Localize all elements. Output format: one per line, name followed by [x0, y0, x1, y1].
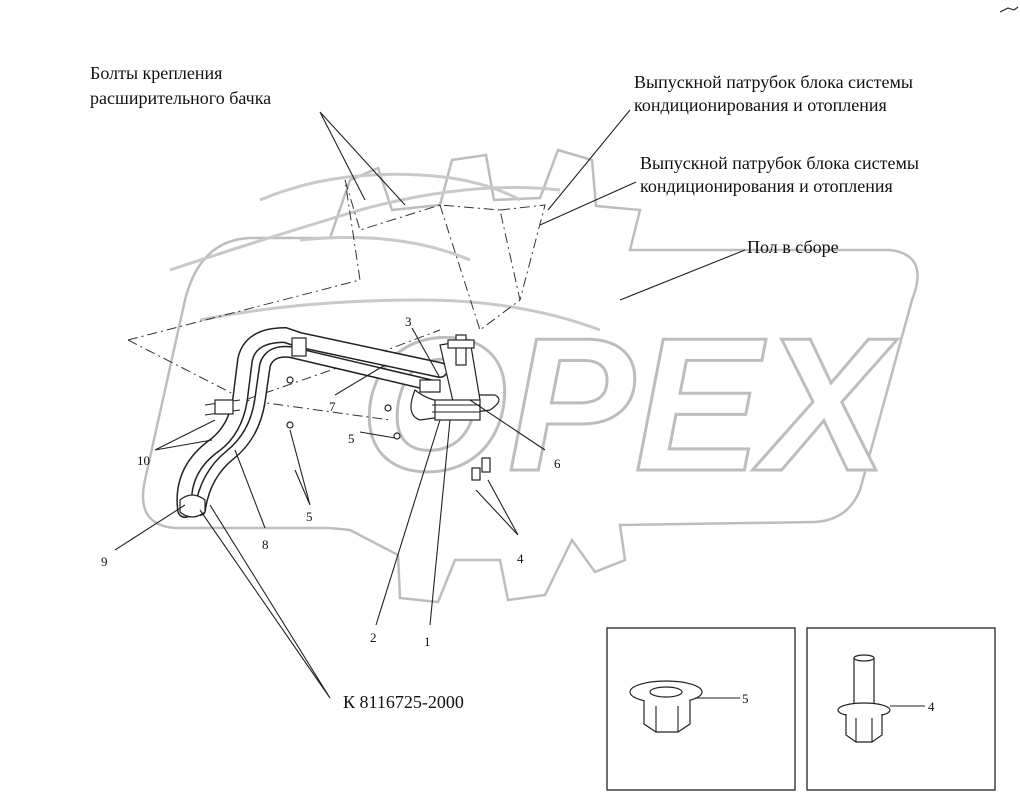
part-number-1: 1: [424, 634, 431, 649]
part-number-3: 3: [405, 314, 412, 329]
callout-outlet1-line1: Выпускной патрубок блока системы: [634, 72, 913, 92]
part-number-6: 6: [554, 456, 561, 471]
callout-kit: К 8116725-2000: [343, 692, 464, 712]
part-number-8: 8: [262, 537, 269, 552]
callout-floor: Пол в сборе: [747, 237, 839, 257]
background-body-outline: [169, 172, 601, 332]
hose-assembly: [176, 326, 500, 518]
callout-outlet2-line1: Выпускной патрубок блока системы: [640, 153, 919, 173]
leader-lines: [114, 109, 746, 699]
detail-box-bolt: 4: [806, 627, 996, 791]
part-number-10: 10: [137, 453, 150, 468]
part-number-5: 5: [742, 691, 749, 706]
part-number-9: 9: [101, 554, 108, 569]
part-number-5: 5: [306, 509, 313, 524]
corner-mark: [999, 6, 1019, 13]
part-number-4: 4: [928, 699, 935, 714]
callout-outlet2-line2: кондиционирования и отопления: [640, 176, 893, 196]
part-number-5: 5: [348, 431, 355, 446]
callout-bolts-line1: Болты крепления: [90, 63, 222, 83]
detail-box-nut: 5: [606, 627, 796, 791]
part-number-7: 7: [329, 399, 336, 414]
callout-bolts-line2: расширительного бачка: [90, 88, 271, 108]
part-number-2: 2: [370, 630, 377, 645]
callout-outlet1-line2: кондиционирования и отопления: [634, 95, 887, 115]
part-number-4: 4: [517, 551, 524, 566]
